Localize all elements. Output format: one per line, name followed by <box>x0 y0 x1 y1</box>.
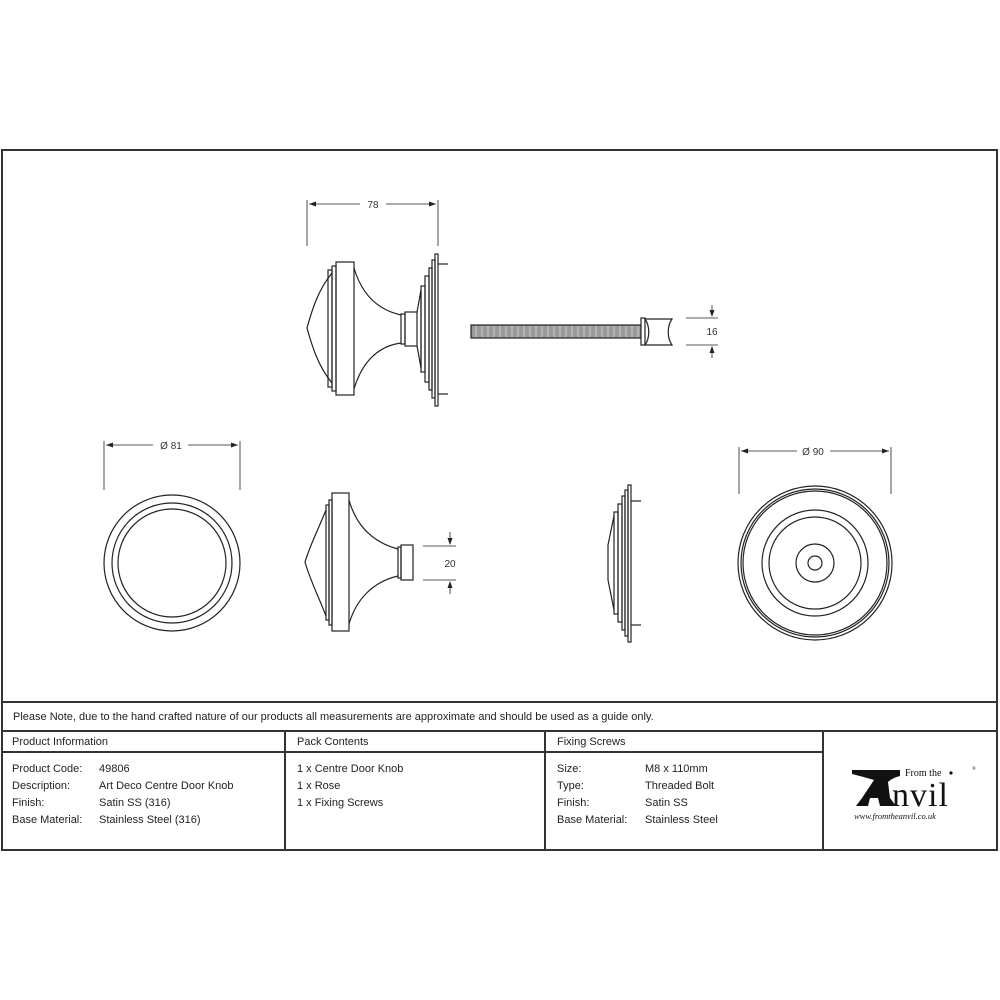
screw-row: Finish:Satin SS <box>557 795 822 812</box>
anvil-icon <box>852 770 900 806</box>
pack-item: 1 x Centre Door Knob <box>297 763 404 775</box>
logo-section: From the ® nvil www.fromtheanvil.co.uk <box>824 732 998 851</box>
dim-90-label: Ø 90 <box>802 447 824 458</box>
fixing-screws-section: Fixing Screws Size:M8 x 110mm Type:Threa… <box>546 732 824 851</box>
rose-side-view <box>607 484 641 643</box>
rose-front-view <box>737 447 893 641</box>
product-information-section: Product Information Product Code:49806 D… <box>1 732 286 851</box>
fixing-screws-heading: Fixing Screws <box>546 732 822 753</box>
info-row: Product Code:49806 <box>12 761 284 778</box>
screw-size-value: M8 x 110mm <box>645 763 708 775</box>
product-info-table: Product Information Product Code:49806 D… <box>1 730 998 851</box>
info-row: Finish:Satin SS (316) <box>12 795 284 812</box>
screw-row: Type:Threaded Bolt <box>557 778 822 795</box>
from-the-anvil-logo: From the ® nvil www.fromtheanvil.co.uk <box>852 766 976 821</box>
dim-81-label: Ø 81 <box>160 441 182 452</box>
product-code-value: 49806 <box>99 763 130 775</box>
pack-item: 1 x Rose <box>297 780 341 792</box>
measurement-note: Please Note, due to the hand crafted nat… <box>1 701 998 732</box>
svg-text:nvil: nvil <box>892 777 949 814</box>
pack-item: 1 x Fixing Screws <box>297 797 384 809</box>
side-assembly-view <box>306 200 448 407</box>
screw-row: Size:M8 x 110mm <box>557 761 822 778</box>
pack-contents-heading: Pack Contents <box>286 732 544 753</box>
technical-drawing: 78 16 Ø 81 20 Ø 90 <box>103 200 893 643</box>
dim-78-label: 78 <box>367 200 379 211</box>
knob-side-view <box>304 492 456 632</box>
dim-20-label: 20 <box>444 559 456 570</box>
screw-material-value: Stainless Steel <box>645 814 718 826</box>
info-row: Description:Art Deco Centre Door Knob <box>12 778 284 795</box>
fixing-bolt-view <box>470 305 718 358</box>
product-information-heading: Product Information <box>1 732 284 753</box>
base-material-value: Stainless Steel (316) <box>99 814 201 826</box>
screw-row: Base Material:Stainless Steel <box>557 812 822 829</box>
screw-type-value: Threaded Bolt <box>645 780 715 792</box>
dim-16-label: 16 <box>706 327 718 338</box>
info-row: Base Material:Stainless Steel (316) <box>12 812 284 829</box>
screw-finish-value: Satin SS <box>645 797 688 809</box>
finish-value: Satin SS (316) <box>99 797 171 809</box>
svg-text:From the: From the <box>905 768 942 779</box>
pack-contents-section: Pack Contents 1 x Centre Door Knob 1 x R… <box>286 732 546 851</box>
note-text: Please Note, due to the hand crafted nat… <box>13 711 654 723</box>
knob-front-view <box>103 441 241 632</box>
logo-url: www.fromtheanvil.co.uk <box>854 811 936 821</box>
svg-text:®: ® <box>972 766 976 772</box>
description-value: Art Deco Centre Door Knob <box>99 780 234 792</box>
drawing-sheet <box>1 149 998 851</box>
